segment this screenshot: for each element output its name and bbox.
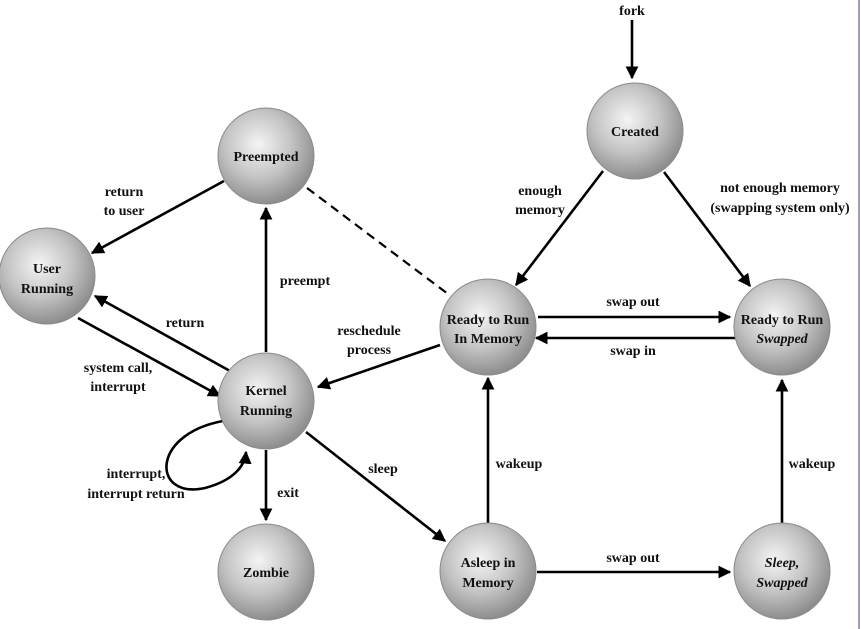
state-preempted-label: Preempted (233, 150, 298, 165)
state-user-running: User Running (0, 227, 96, 325)
state-kernel-running-label-2: Running (240, 404, 292, 419)
state-sleep-swapped: Sleep, Swapped (733, 522, 831, 620)
label-fork: fork (619, 4, 645, 19)
label-not-enough-memory-2: (swapping system only) (710, 201, 850, 216)
state-asleep-in-memory-label-1: Asleep in (461, 556, 516, 571)
edge-not-enough-memory (662, 171, 752, 288)
label-interrupt-1: interrupt, (107, 467, 166, 482)
state-created: Created (586, 82, 684, 180)
state-kernel-running: Kernel Running (217, 352, 315, 450)
label-exit: exit (277, 486, 299, 501)
edge-return (93, 294, 231, 373)
state-user-running-label-2: Running (21, 282, 73, 297)
state-sleep-swapped-label-2: Swapped (756, 576, 808, 591)
state-zombie-label: Zombie (243, 566, 289, 581)
label-sleep: sleep (368, 462, 398, 477)
state-ready-swapped: Ready to Run Swapped (733, 278, 831, 376)
state-ready-in-memory: Ready to Run In Memory (439, 278, 537, 376)
state-user-running-label-1: User (33, 262, 61, 277)
edge-reschedule (316, 343, 441, 390)
edge-sleep (305, 430, 447, 543)
label-swap-in: swap in (610, 344, 656, 359)
state-ready-in-memory-label-1: Ready to Run (447, 313, 530, 328)
label-wakeup-right: wakeup (789, 457, 836, 472)
label-swap-out-top: swap out (606, 295, 660, 310)
label-return-to-user-1: return (105, 185, 144, 200)
label-enough-memory-1: enough (518, 184, 562, 199)
state-asleep-in-memory-label-2: Memory (462, 576, 513, 591)
state-ready-swapped-label-1: Ready to Run (741, 313, 824, 328)
label-interrupt-2: interrupt return (87, 487, 185, 502)
label-return-to-user-2: to user (104, 204, 145, 219)
label-system-call-2: interrupt (90, 380, 146, 395)
label-reschedule-1: reschedule (337, 324, 401, 339)
label-swap-out-bottom: swap out (606, 551, 660, 566)
state-zombie: Zombie (217, 523, 315, 621)
edge-interrupt-loop (165, 418, 252, 491)
label-reschedule-2: process (347, 343, 392, 358)
state-asleep-in-memory: Asleep in Memory (439, 522, 537, 620)
state-preempted: Preempted (217, 107, 315, 205)
label-enough-memory-2: memory (515, 203, 565, 218)
state-ready-in-memory-label-2: In Memory (454, 332, 522, 347)
label-not-enough-memory-1: not enough memory (720, 181, 840, 196)
edge-enough-memory (514, 170, 605, 287)
label-wakeup-left: wakeup (496, 457, 543, 472)
label-preempt: preempt (280, 274, 331, 289)
edge-return-to-user (90, 179, 225, 255)
label-return: return (166, 316, 205, 331)
label-system-call-1: system call, (84, 361, 152, 376)
state-created-label: Created (611, 125, 659, 140)
state-ready-swapped-label-2: Swapped (756, 332, 808, 347)
state-sleep-swapped-label-1: Sleep, (765, 556, 800, 571)
edge-system-call (77, 316, 222, 398)
state-kernel-running-label-1: Kernel (245, 384, 286, 399)
